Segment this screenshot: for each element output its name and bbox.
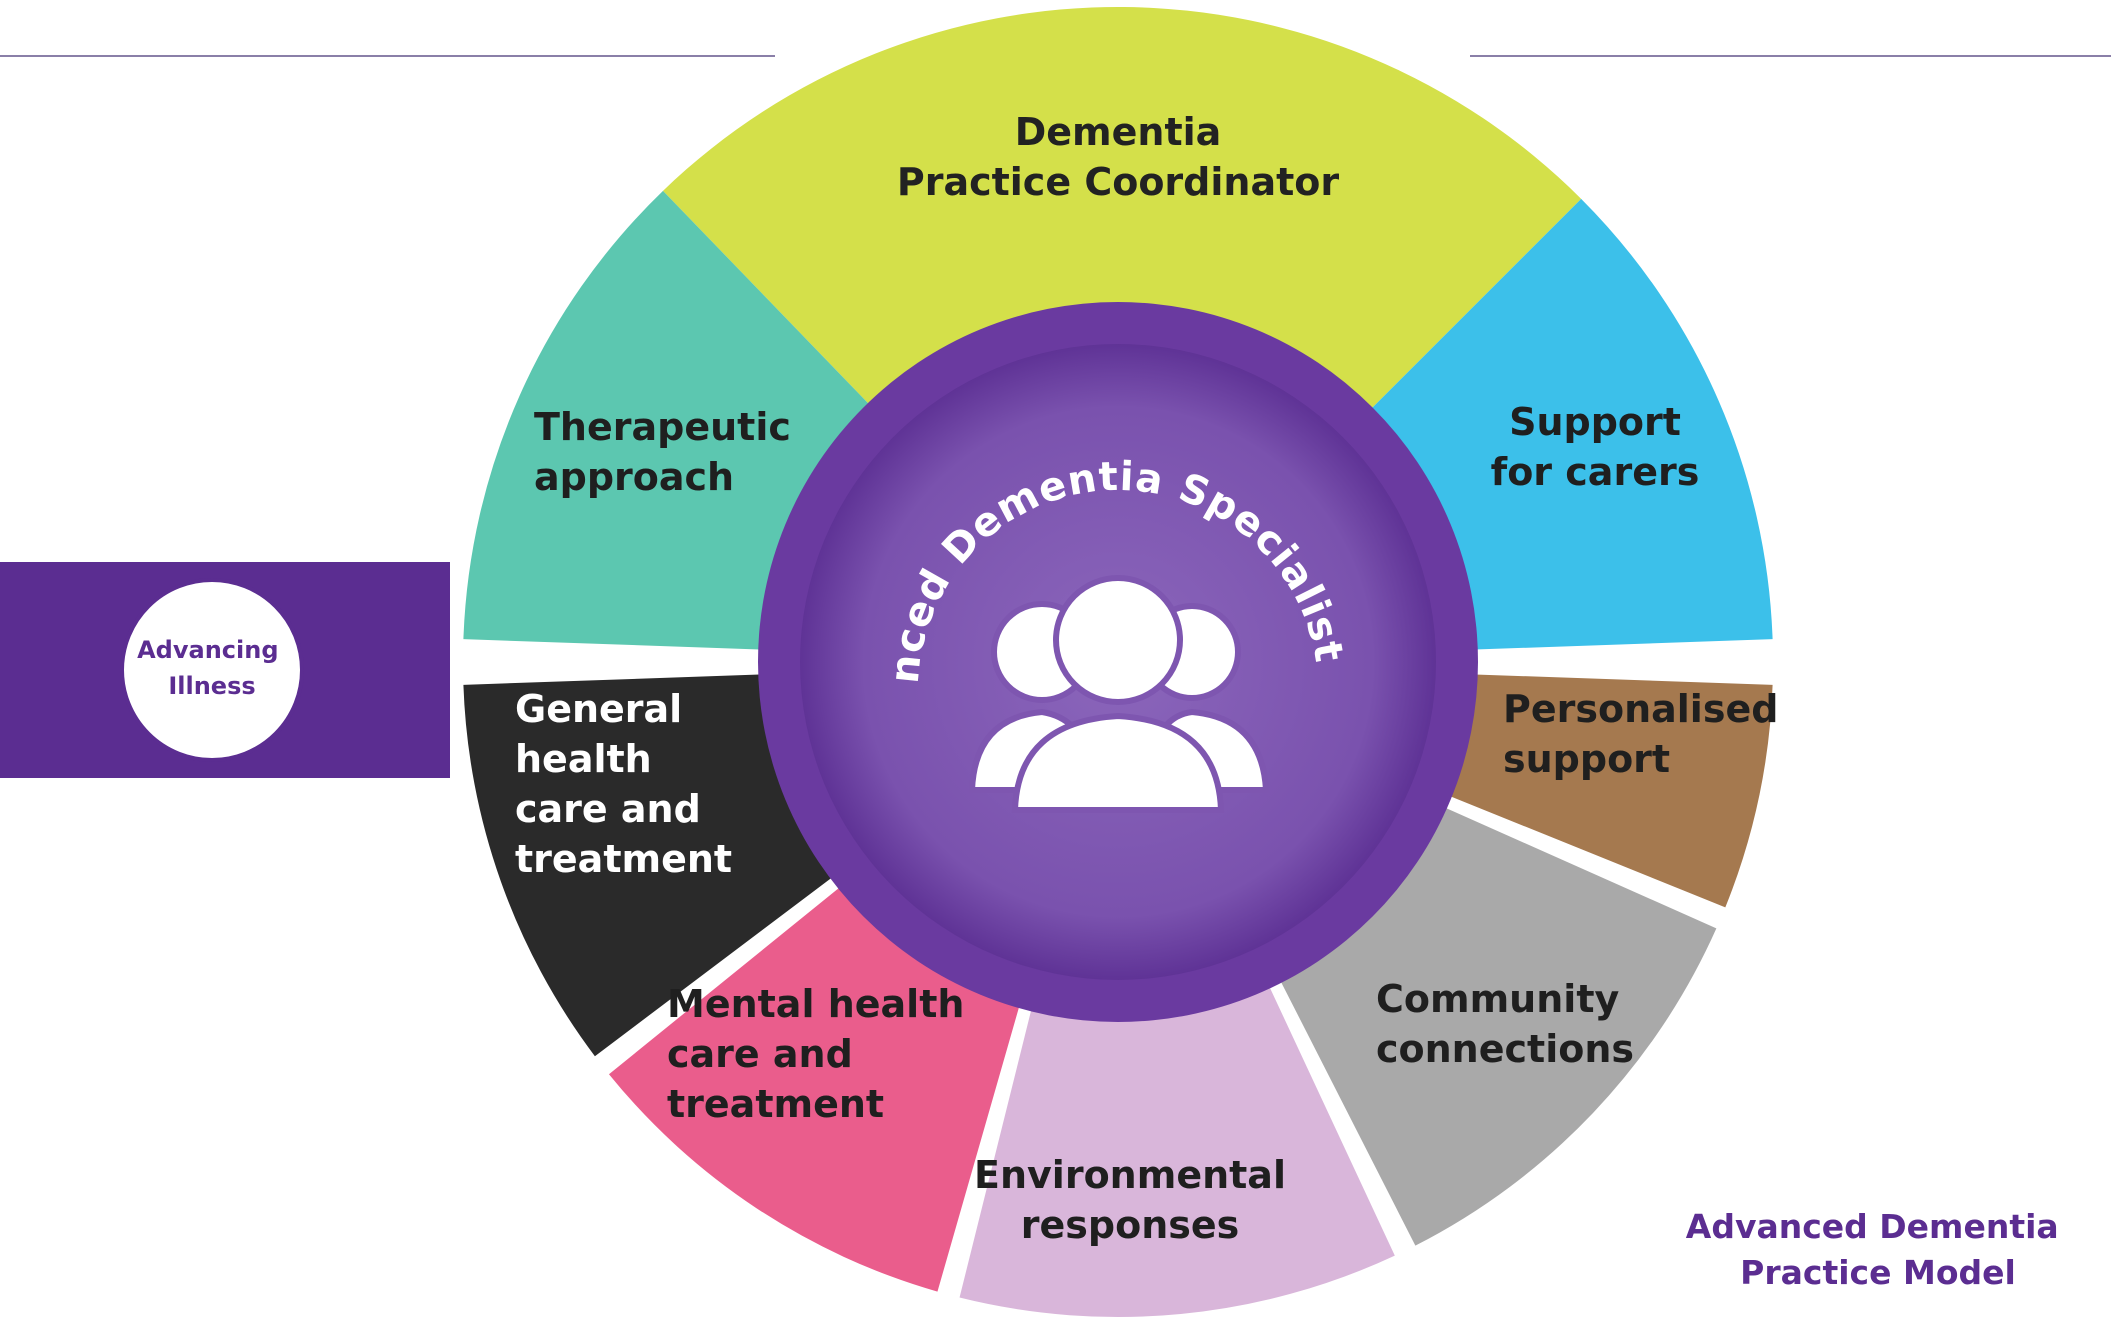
- segment-environmental: [959, 933, 1395, 1318]
- team-people-icon: [968, 575, 1270, 813]
- model-title: Advanced Dementia Practice Model: [1686, 1207, 2070, 1292]
- segment-coordinator: [662, 7, 1582, 450]
- advancing-illness-label: Advancing Illness: [137, 636, 287, 700]
- segment-personalised: [1396, 672, 1773, 908]
- advancing-illness-badge: [120, 578, 304, 762]
